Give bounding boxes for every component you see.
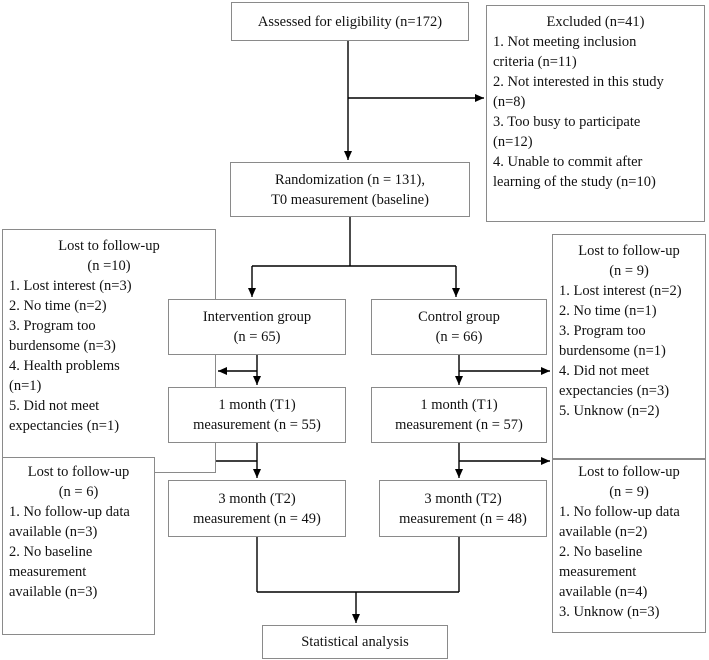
lost-followup-count: (n = 9) xyxy=(609,484,649,500)
lost-followup-item: burdensome (n=1) xyxy=(559,343,666,359)
lost-followup-item: 3. Program too xyxy=(9,318,96,334)
lost-followup-title: Lost to follow-up xyxy=(27,464,130,480)
intervention-t2-count: measurement (n = 49) xyxy=(193,510,321,527)
assessed-box: Assessed for eligibility (n=172) xyxy=(231,2,469,41)
excluded-item: criteria (n=11) xyxy=(493,54,577,70)
excluded-item: (n=8) xyxy=(493,94,526,110)
excluded-item: (n=12) xyxy=(493,134,533,150)
lost-followup-item: 4. Did not meet xyxy=(559,363,650,379)
excluded-item: learning of the study (n=10) xyxy=(493,174,656,190)
lost-followup-item: available (n=4) xyxy=(559,584,648,600)
excluded-item: 4. Unable to commit after xyxy=(493,154,643,170)
lost-followup-control-t2-box: Lost to follow-up (n = 9) 1. No follow-u… xyxy=(552,459,706,633)
randomization-text: T0 measurement (baseline) xyxy=(271,191,429,208)
lost-followup-item: 1. Lost interest (n=2) xyxy=(559,283,682,299)
lost-followup-item: 2. No baseline xyxy=(559,544,643,560)
lost-followup-item: 2. No time (n=2) xyxy=(9,298,107,314)
lost-followup-item: measurement xyxy=(559,564,637,580)
lost-followup-item: expectancies (n=1) xyxy=(9,418,120,434)
control-group-box: Control group (n = 66) xyxy=(371,299,547,355)
statistical-analysis-box: Statistical analysis xyxy=(262,625,448,659)
lost-followup-item: 5. Did not meet xyxy=(9,398,100,414)
lost-followup-item: 1. No follow-up data xyxy=(559,504,680,520)
intervention-t2-box: 3 month (T2) measurement (n = 49) xyxy=(168,480,346,537)
excluded-item: 3. Too busy to participate xyxy=(493,114,641,130)
lost-followup-item: available (n=3) xyxy=(9,584,98,600)
lost-followup-item: measurement xyxy=(9,564,87,580)
lost-followup-item: 2. No baseline xyxy=(9,544,93,560)
lost-followup-title: Lost to follow-up xyxy=(58,238,160,254)
control-t1-label: 1 month (T1) xyxy=(420,397,498,413)
lost-followup-item: expectancies (n=3) xyxy=(559,383,670,399)
intervention-group-label: Intervention group xyxy=(202,309,312,325)
lost-followup-item: 5. Unknow (n=2) xyxy=(559,403,660,419)
intervention-group-box: Intervention group (n = 65) xyxy=(168,299,346,355)
lost-followup-count: (n = 9) xyxy=(609,263,649,279)
control-t1-count: measurement (n = 57) xyxy=(395,417,523,433)
lost-followup-item: 4. Health problems xyxy=(9,358,120,374)
lost-followup-item: 3. Unknow (n=3) xyxy=(559,604,660,620)
excluded-item: 1. Not meeting inclusion xyxy=(493,34,637,50)
control-t1-box: 1 month (T1) measurement (n = 57) xyxy=(371,387,547,443)
control-group-label: Control group xyxy=(418,309,500,325)
intervention-t1-label: 1 month (T1) xyxy=(218,397,296,413)
lost-followup-item: (n=1) xyxy=(9,378,42,394)
lost-followup-control-t1-box: Lost to follow-up (n = 9) 1. Lost intere… xyxy=(552,234,706,459)
lost-followup-item: available (n=3) xyxy=(9,524,98,540)
intervention-group-count: (n = 65) xyxy=(233,329,281,345)
lost-followup-count: (n =10) xyxy=(87,258,131,274)
control-t2-box: 3 month (T2) measurement (n = 48) xyxy=(379,480,547,537)
statistical-analysis-text: Statistical analysis xyxy=(301,634,409,650)
lost-followup-item: available (n=2) xyxy=(559,524,648,540)
control-t2-count: measurement (n = 48) xyxy=(399,510,527,527)
lost-followup-title: Lost to follow-up xyxy=(578,464,680,480)
control-t2-label: 3 month (T2) xyxy=(424,490,502,507)
randomization-text: Randomization (n = 131), xyxy=(275,171,425,188)
lost-followup-title: Lost to follow-up xyxy=(578,243,680,259)
lost-followup-item: burdensome (n=3) xyxy=(9,338,116,354)
lost-followup-intervention-t2-box: Lost to follow-up (n = 6) 1. No follow-u… xyxy=(2,457,155,635)
lost-followup-item: 2. No time (n=1) xyxy=(559,303,657,319)
lost-followup-item: 1. No follow-up data xyxy=(9,504,130,520)
randomization-box: Randomization (n = 131), T0 measurement … xyxy=(230,162,470,217)
excluded-box: Excluded (n=41) 1. Not meeting inclusion… xyxy=(486,5,705,222)
intervention-t2-label: 3 month (T2) xyxy=(218,490,296,507)
lost-followup-item: 1. Lost interest (n=3) xyxy=(9,278,132,294)
lost-followup-count: (n = 6) xyxy=(58,484,99,500)
intervention-t1-box: 1 month (T1) measurement (n = 55) xyxy=(168,387,346,443)
intervention-t1-count: measurement (n = 55) xyxy=(193,417,321,433)
control-group-count: (n = 66) xyxy=(435,329,483,345)
assessed-text: Assessed for eligibility (n=172) xyxy=(257,13,443,30)
excluded-item: 2. Not interested in this study xyxy=(493,74,664,90)
lost-followup-item: 3. Program too xyxy=(559,323,646,339)
excluded-title: Excluded (n=41) xyxy=(546,14,645,30)
